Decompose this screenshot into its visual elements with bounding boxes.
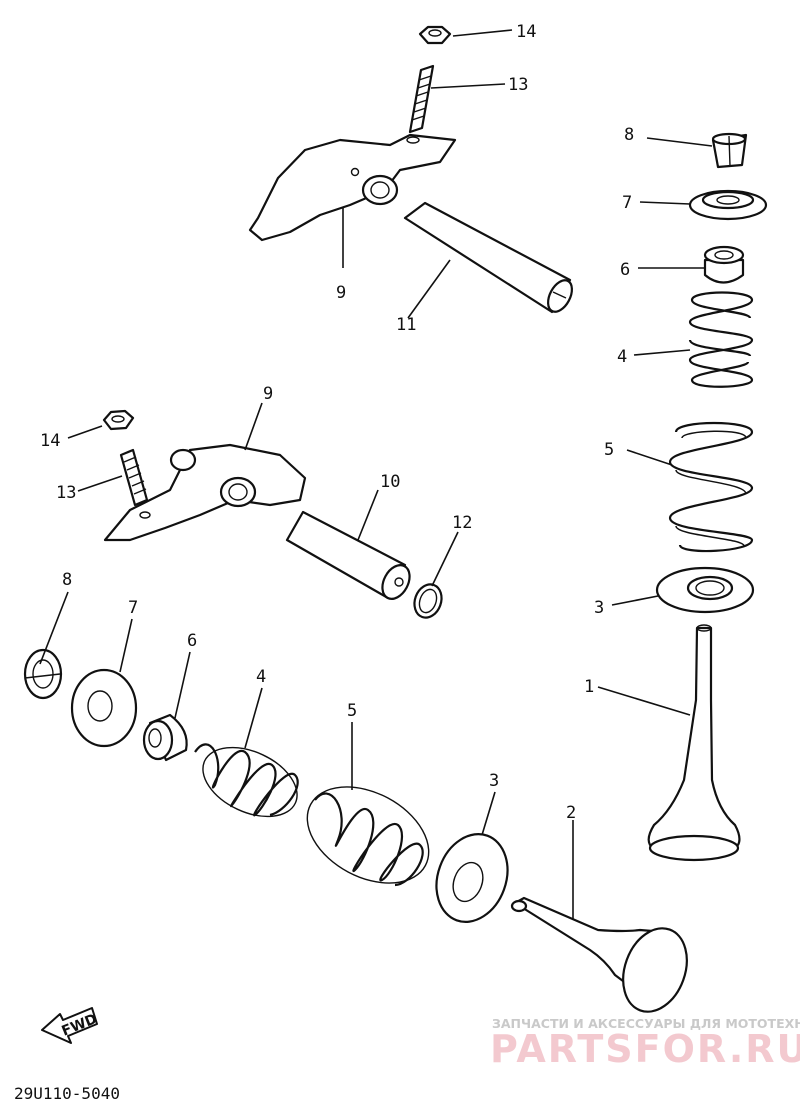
top-rocker-arm — [248, 133, 457, 242]
callout-8-low: 8 — [62, 570, 72, 590]
top-rocker-shaft — [403, 201, 574, 314]
callout-1-right: 1 — [584, 677, 594, 697]
low-outer-spring — [306, 786, 430, 887]
top-adjusting-screw — [408, 64, 435, 134]
watermark-tagline: ЗАПЧАСТИ И АКСЕССУАРЫ ДЛЯ МОТОТЕХНИКИ — [492, 1016, 800, 1031]
callout-5-low: 5 — [347, 701, 357, 721]
callout-9-mid: 9 — [263, 384, 273, 404]
right-spring-seat — [703, 245, 745, 284]
callout-5-right: 5 — [604, 440, 614, 460]
low-seat-washer — [435, 833, 509, 923]
callout-4-low: 4 — [256, 667, 266, 687]
callout-4-right: 4 — [617, 347, 627, 367]
callout-2-low: 2 — [566, 803, 576, 823]
callout-6-low: 6 — [187, 631, 197, 651]
o-ring — [413, 583, 443, 619]
callout-10-mid: 10 — [380, 472, 400, 492]
low-spring-retainer — [70, 668, 138, 748]
top-lock-nut — [418, 25, 452, 45]
callout-13-mid: 13 — [56, 483, 76, 503]
low-inner-spring — [194, 743, 299, 818]
mid-adjusting-screw — [119, 448, 149, 507]
right-inner-spring — [688, 291, 754, 388]
leader-lines — [39, 29, 713, 920]
callout-14-top: 14 — [516, 22, 536, 42]
low-valve — [510, 896, 688, 1013]
forward-arrow-icon: FWD — [41, 1007, 99, 1044]
low-spring-seat — [142, 713, 188, 762]
mid-rocker-arm — [103, 443, 307, 542]
right-spring-retainer — [688, 189, 768, 221]
right-valve-cotter — [711, 132, 748, 169]
right-seat-washer — [655, 566, 755, 614]
callout-11-top: 11 — [396, 315, 416, 335]
low-valve-cotter — [23, 648, 63, 700]
watermark-logo: PARTSFOR.RU — [490, 1027, 800, 1071]
diagram-code: 29U110-5040 — [14, 1084, 120, 1103]
mid-lock-nut — [102, 409, 135, 431]
callout-7-low: 7 — [128, 598, 138, 618]
mid-rocker-shaft — [285, 510, 411, 600]
right-valve — [647, 624, 741, 862]
callout-7-right: 7 — [622, 193, 632, 213]
callout-9-top: 9 — [336, 283, 346, 303]
callout-6-right: 6 — [620, 260, 630, 280]
callout-8-right: 8 — [624, 125, 634, 145]
right-outer-spring — [668, 421, 754, 553]
callout-14-mid: 14 — [40, 431, 60, 451]
callout-13-top: 13 — [508, 75, 528, 95]
callout-3-low: 3 — [489, 771, 499, 791]
callout-12-mid: 12 — [452, 513, 472, 533]
callout-3-right: 3 — [594, 598, 604, 618]
